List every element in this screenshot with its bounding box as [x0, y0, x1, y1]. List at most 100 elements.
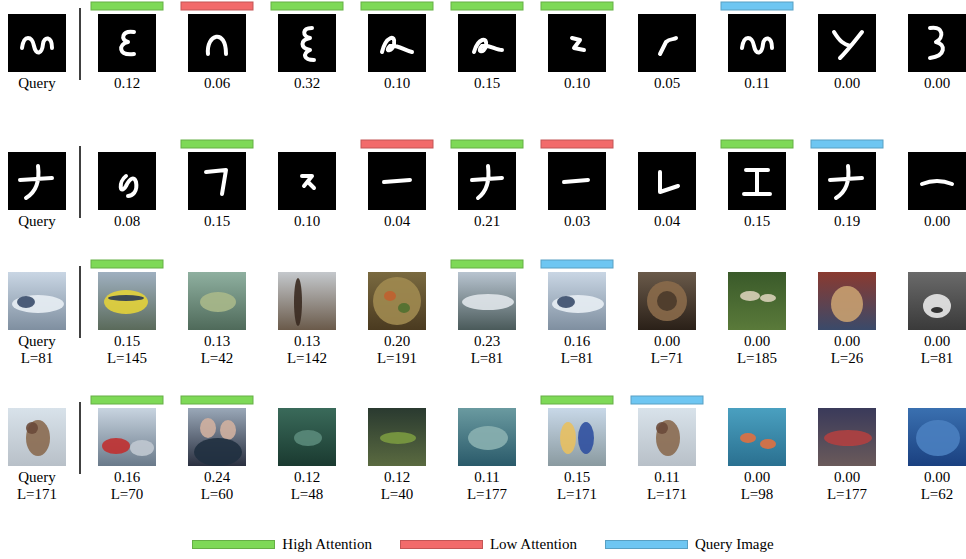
length-label: L=191: [377, 350, 417, 367]
photo-image: [8, 272, 66, 330]
digit-image: [188, 14, 246, 72]
length-label: L=60: [201, 486, 234, 503]
score-label: 0.05: [654, 75, 680, 92]
length-label: L=40: [381, 486, 414, 503]
digit-image: [368, 14, 426, 72]
length-label: L=171: [647, 486, 687, 503]
photo-image: [368, 408, 426, 466]
score-label: 0.21: [474, 213, 500, 230]
digit-image: [278, 152, 336, 210]
legend-item: Query Image: [605, 536, 774, 553]
score-label: 0.15: [474, 75, 500, 92]
digit-image: [548, 152, 606, 210]
score-label: 0.00: [924, 333, 950, 350]
attention-bar: [541, 140, 613, 148]
length-label: L=81: [921, 350, 954, 367]
score-label: 0.00: [924, 75, 950, 92]
legend: High AttentionLow AttentionQuery Image: [0, 536, 966, 553]
score-label: 0.00: [744, 469, 770, 486]
legend-item: Low Attention: [400, 536, 577, 553]
score-label: 0.00: [924, 469, 950, 486]
attention-bar: [721, 2, 793, 10]
legend-swatch: [192, 540, 275, 549]
photo-image: [8, 408, 66, 466]
photo-image: [188, 272, 246, 330]
score-label: 0.00: [834, 333, 860, 350]
length-label: L=142: [287, 350, 327, 367]
score-label: 0.10: [294, 213, 320, 230]
attention-bar: [271, 2, 343, 10]
attention-bar: [451, 2, 523, 10]
score-label: 0.03: [564, 213, 590, 230]
score-label: 0.15: [744, 213, 770, 230]
score-label: 0.11: [474, 469, 500, 486]
photo-image: [818, 272, 876, 330]
photo-image: [818, 408, 876, 466]
photo-image: [458, 272, 516, 330]
length-label: L=171: [557, 486, 597, 503]
legend-text: Query Image: [695, 536, 774, 553]
attention-bar: [541, 260, 613, 268]
photo-image: [548, 408, 606, 466]
score-label: 0.00: [834, 75, 860, 92]
attention-bar: [811, 140, 883, 148]
score-label: 0.04: [654, 213, 680, 230]
score-label: 0.20: [384, 333, 410, 350]
score-label: 0.15: [114, 333, 140, 350]
digit-image: [818, 152, 876, 210]
length-label: L=171: [17, 486, 57, 503]
attention-bar: [631, 396, 703, 404]
length-label: L=70: [111, 486, 144, 503]
score-label: 0.06: [204, 75, 230, 92]
score-label: 0.12: [294, 469, 320, 486]
attention-bar: [91, 2, 163, 10]
photo-image: [638, 408, 696, 466]
attention-bar: [181, 396, 253, 404]
photo-image: [638, 272, 696, 330]
digit-image: [368, 152, 426, 210]
separator-line: [79, 402, 81, 474]
photo-image: [278, 408, 336, 466]
score-label: 0.00: [834, 469, 860, 486]
score-label: 0.10: [384, 75, 410, 92]
digit-image: [98, 14, 156, 72]
length-label: L=71: [651, 350, 684, 367]
digit-image: [8, 152, 66, 210]
score-label: 0.15: [204, 213, 230, 230]
photo-image: [188, 408, 246, 466]
score-label: 0.00: [654, 333, 680, 350]
score-label: 0.11: [654, 469, 680, 486]
score-label: 0.16: [114, 469, 140, 486]
score-label: 0.12: [114, 75, 140, 92]
legend-text: Low Attention: [490, 536, 577, 553]
length-label: L=185: [737, 350, 777, 367]
photo-image: [278, 272, 336, 330]
legend-swatch: [400, 540, 483, 549]
attention-bar: [181, 140, 253, 148]
separator-line: [79, 146, 81, 218]
score-label: 0.23: [474, 333, 500, 350]
score-label: 0.15: [564, 469, 590, 486]
score-label: 0.00: [744, 333, 770, 350]
attention-bar: [451, 260, 523, 268]
attention-bar: [541, 2, 613, 10]
separator-line: [79, 8, 81, 80]
score-label: 0.00: [924, 213, 950, 230]
legend-swatch: [605, 540, 688, 549]
attention-bar: [451, 140, 523, 148]
digit-image: [8, 14, 66, 72]
length-label: L=81: [561, 350, 594, 367]
length-label: L=98: [741, 486, 774, 503]
photo-image: [458, 408, 516, 466]
score-label: 0.19: [834, 213, 860, 230]
length-label: L=177: [827, 486, 867, 503]
separator-line: [79, 266, 81, 338]
length-label: L=62: [921, 486, 954, 503]
photo-image: [728, 408, 786, 466]
score-label: 0.32: [294, 75, 320, 92]
photo-image: [908, 272, 966, 330]
score-label: 0.13: [294, 333, 320, 350]
digit-image: [908, 14, 966, 72]
digit-image: [458, 14, 516, 72]
